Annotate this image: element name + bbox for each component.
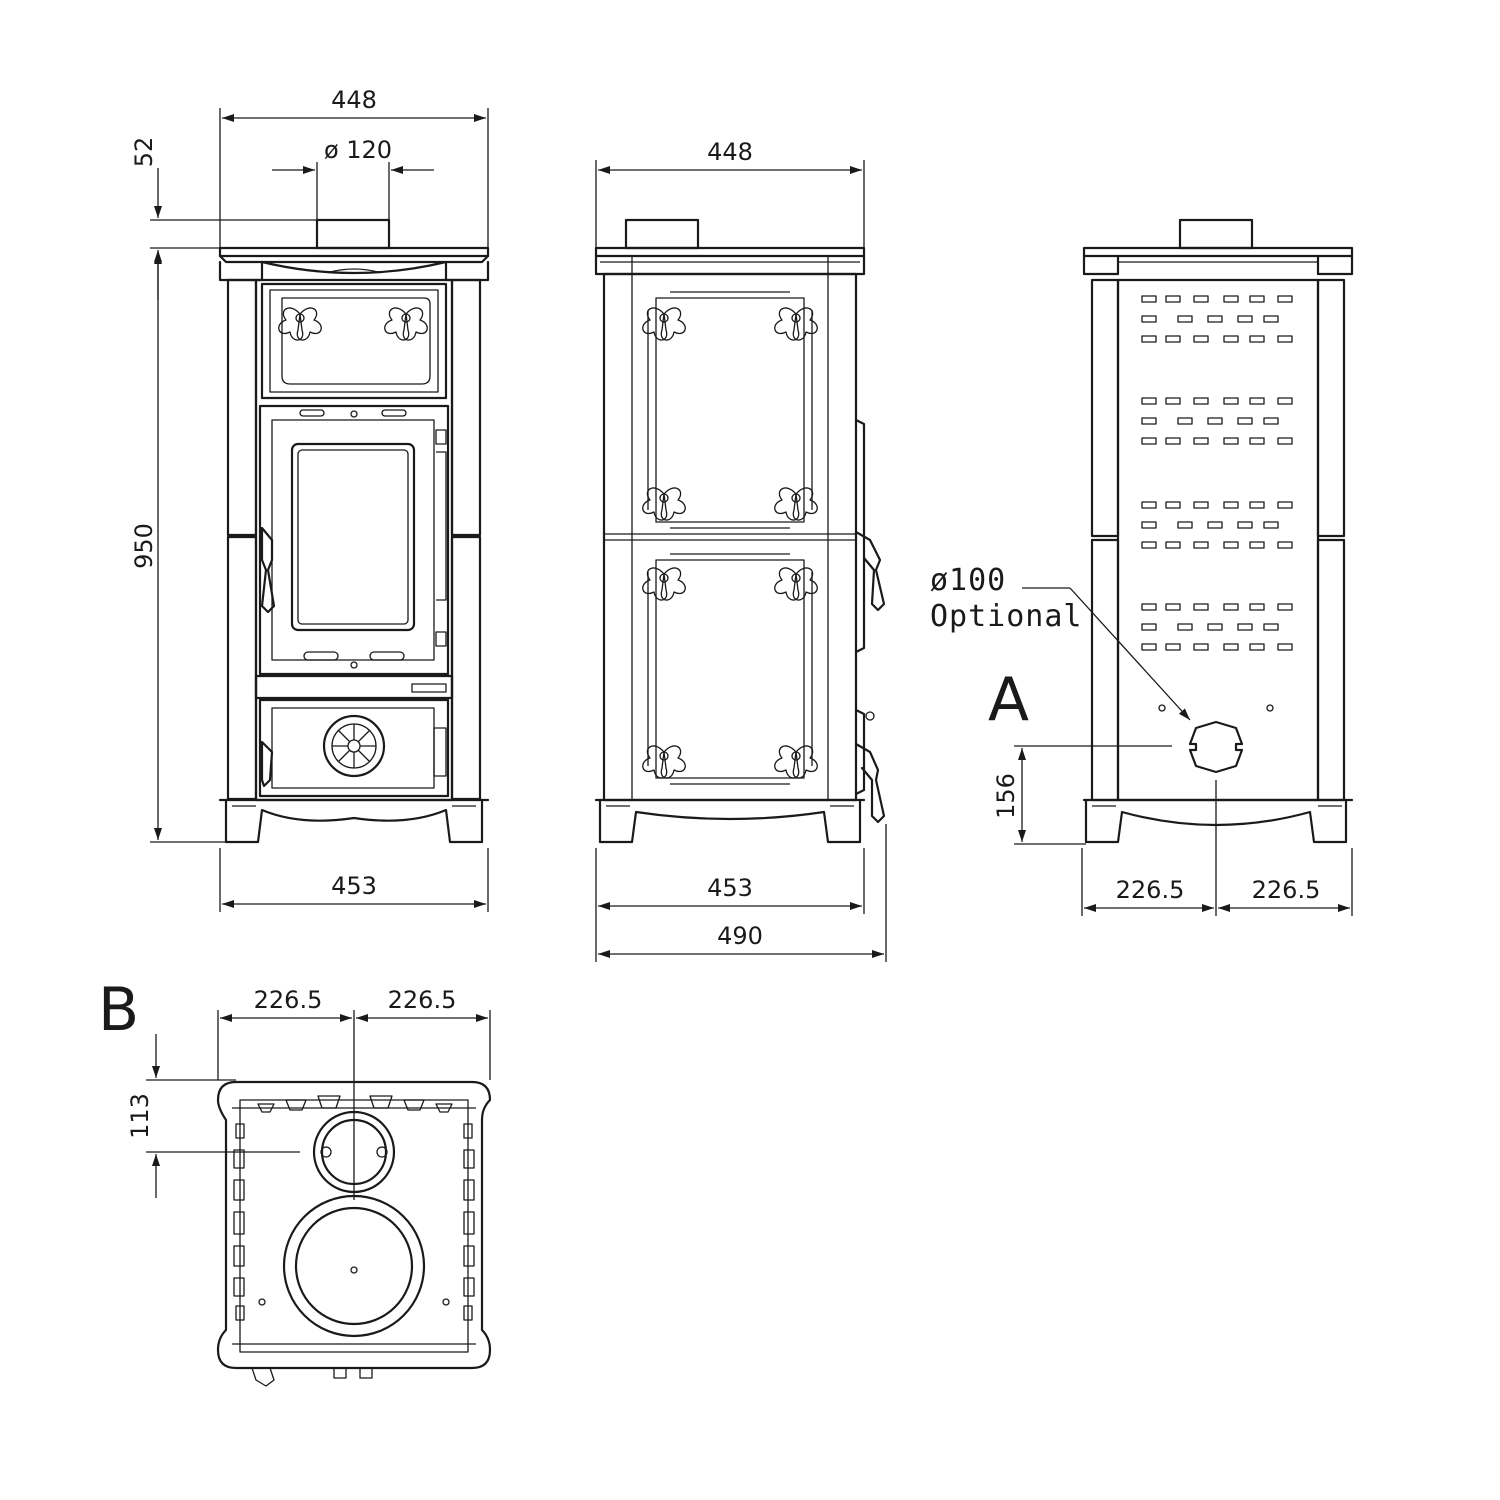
- rear-half-width-right: 226.5: [1252, 876, 1321, 904]
- side-overall-depth-label: 490: [717, 922, 763, 950]
- flue-diameter-label: ø 120: [324, 136, 392, 164]
- rear-vent-slots: [1141, 295, 1293, 651]
- optional-outlet-note: Optional: [930, 599, 1083, 634]
- side-view-dimensions: 448 453 490: [595, 138, 887, 962]
- side-view: [594, 218, 886, 844]
- side-base-width-label: 453: [707, 874, 753, 902]
- rear-view: [1082, 218, 1354, 844]
- top-view: [216, 1080, 492, 1387]
- top-half-width-left: 226.5: [254, 986, 323, 1014]
- front-top-width-label: 448: [331, 86, 377, 114]
- top-view-label: B: [98, 975, 139, 1045]
- flue-height-label: 52: [130, 137, 158, 168]
- outlet-height-label: 156: [992, 773, 1020, 819]
- flue-offset-label: 113: [126, 1093, 154, 1139]
- top-view-dimensions: B 226.5 226.5 113: [98, 975, 491, 1200]
- top-half-width-right: 226.5: [388, 986, 457, 1014]
- front-view-dimensions: 448 ø 120 52 950 453: [130, 86, 489, 912]
- rear-half-width-left: 226.5: [1116, 876, 1185, 904]
- rear-view-dimensions: A ø100 Optional 156 226.5 226.5: [930, 563, 1353, 916]
- front-base-width-label: 453: [331, 872, 377, 900]
- front-height-label: 950: [130, 523, 158, 569]
- front-view: [218, 218, 490, 844]
- side-top-width-label: 448: [707, 138, 753, 166]
- top-vents: [233, 1095, 475, 1321]
- rear-view-label: A: [988, 665, 1029, 735]
- optional-outlet-diameter: ø100: [930, 563, 1006, 598]
